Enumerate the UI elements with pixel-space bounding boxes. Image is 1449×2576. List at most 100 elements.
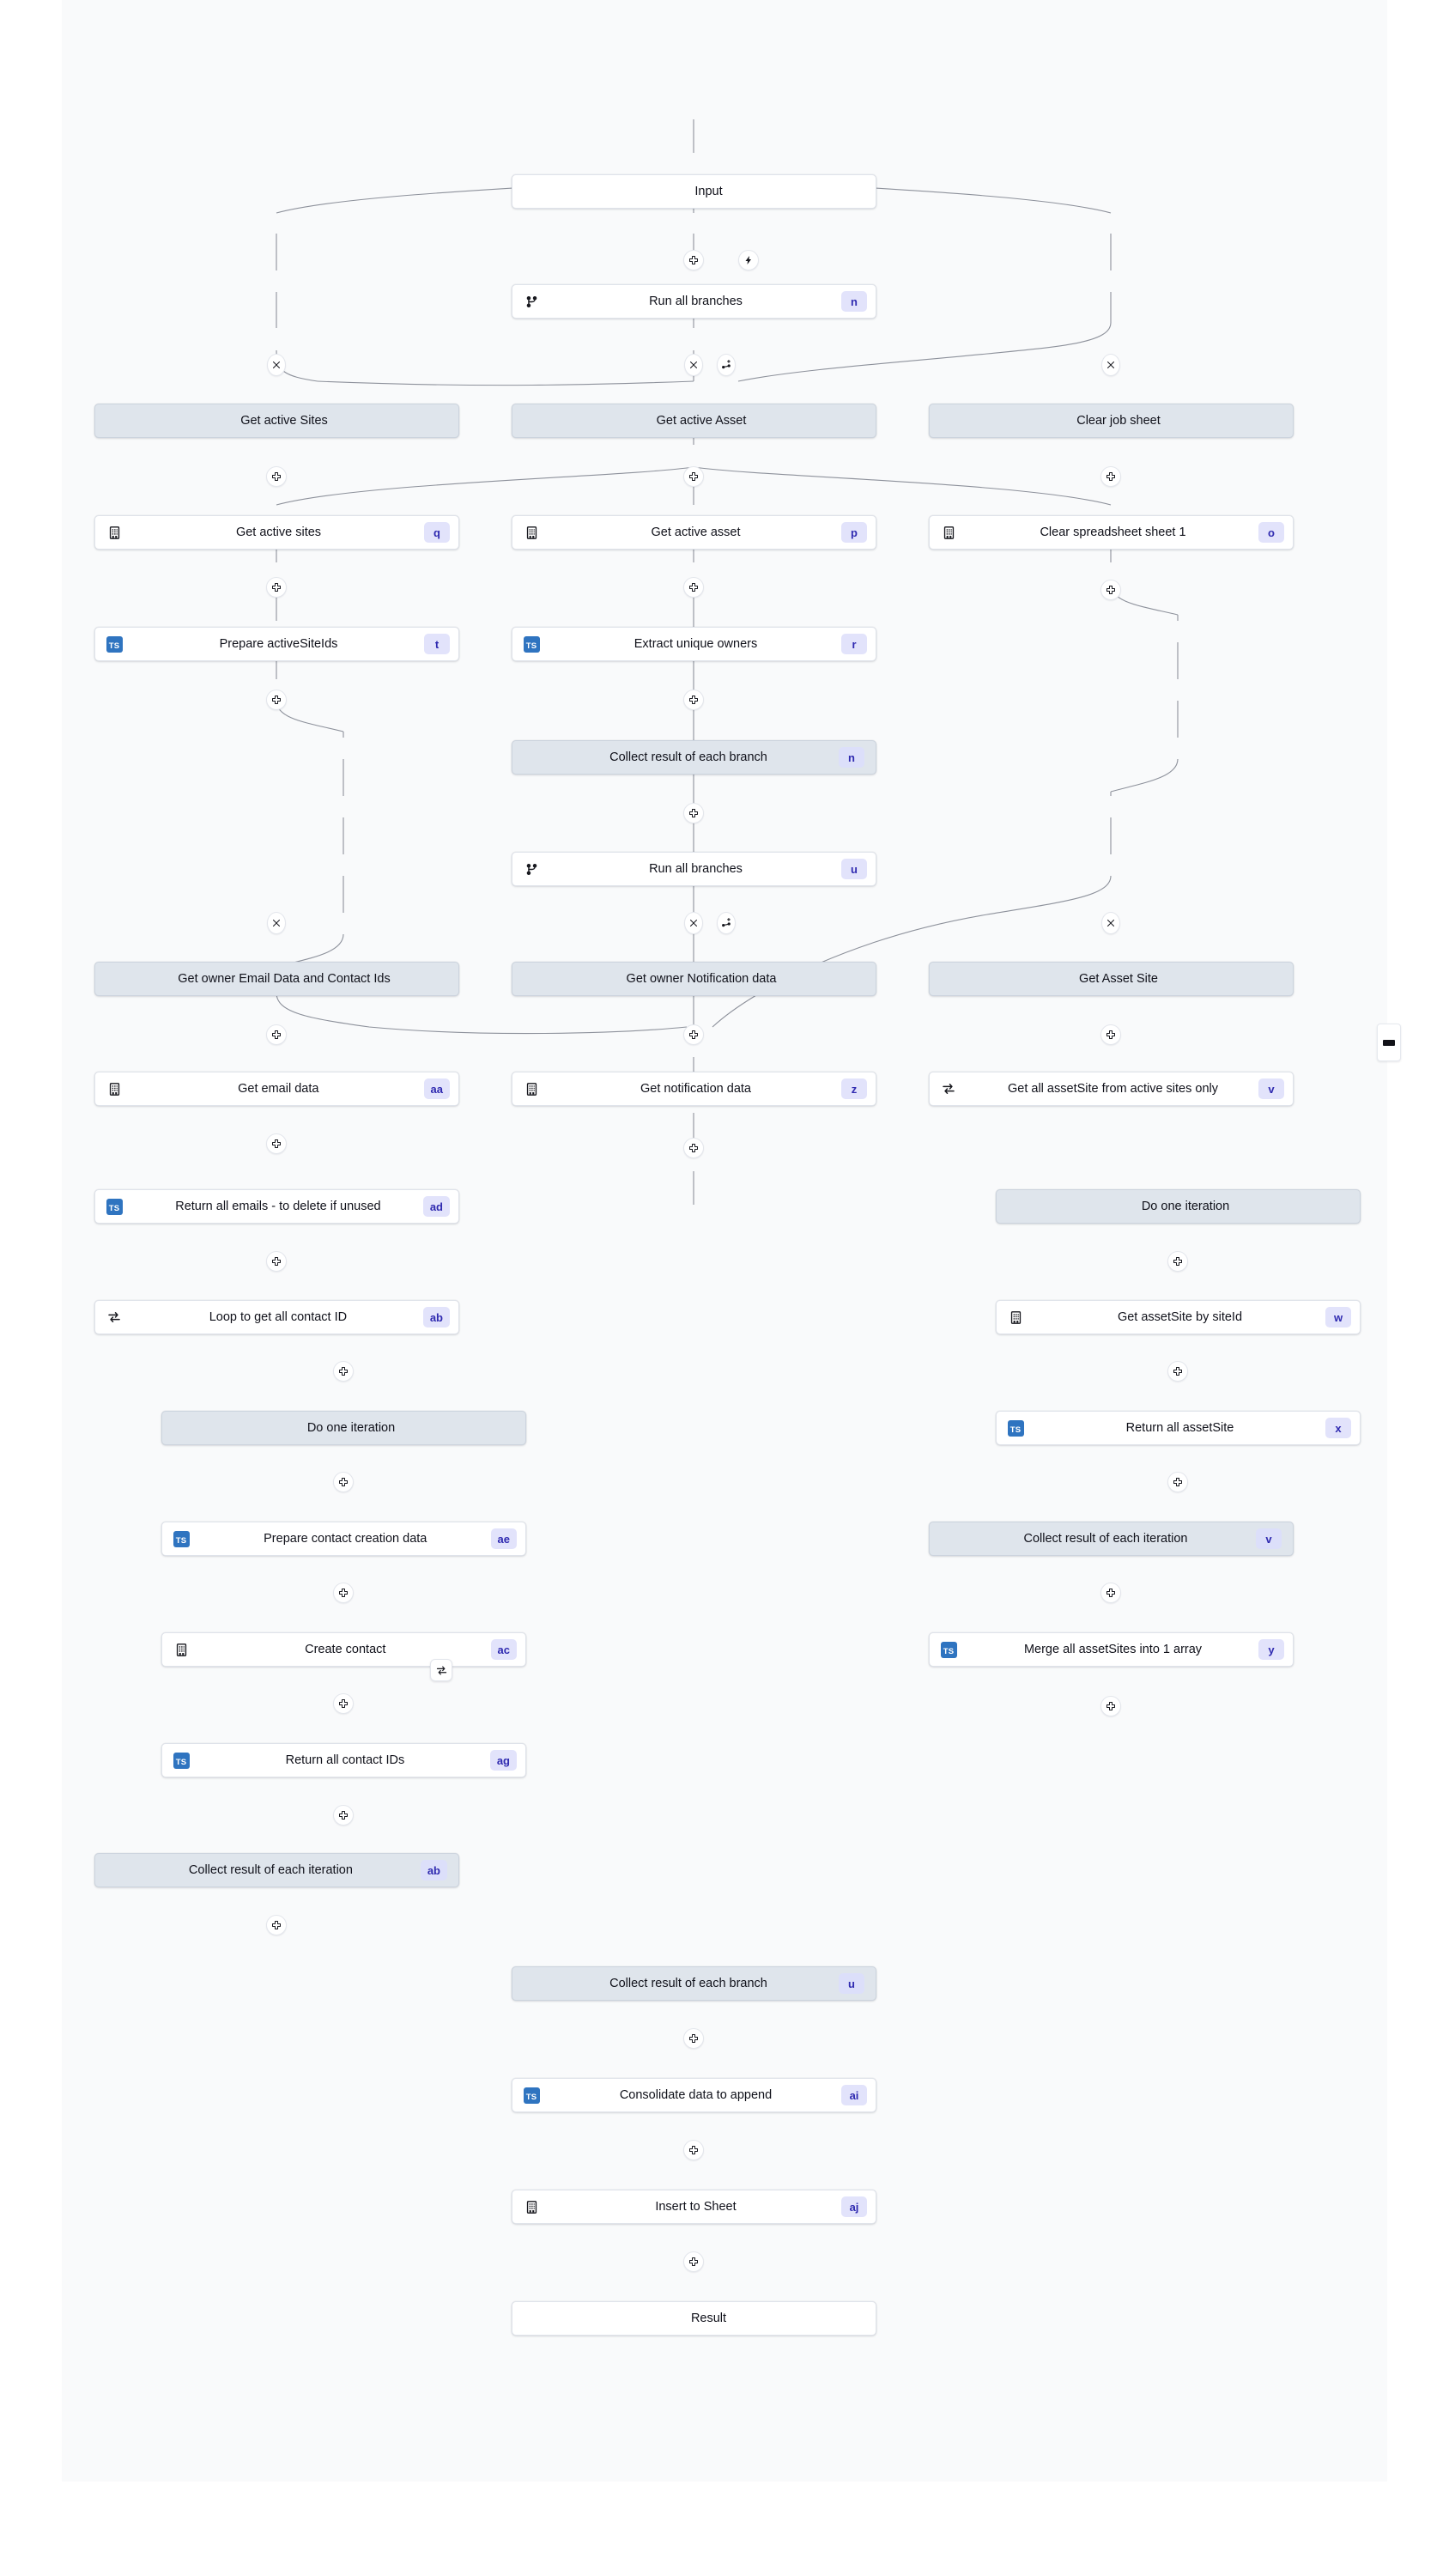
add-handle[interactable] [266, 690, 287, 710]
node-badge[interactable]: u [841, 859, 867, 879]
node-badge[interactable]: aj [841, 2196, 867, 2217]
node-badge[interactable]: ai [841, 2085, 867, 2105]
node-collect-result-branch-2[interactable]: Collect result of each branch u [512, 1966, 876, 2001]
node-get-all-assetsite[interactable]: Get all assetSite from active sites only… [929, 1072, 1294, 1106]
node-badge[interactable]: ae [490, 1528, 517, 1549]
add-handle[interactable] [333, 1805, 354, 1826]
add-handle[interactable] [683, 250, 704, 270]
node-badge[interactable]: p [841, 522, 867, 543]
close-handle-left-2[interactable] [267, 912, 286, 934]
node-badge[interactable]: ab [420, 1860, 447, 1880]
close-handle-right-2[interactable] [1101, 912, 1120, 934]
canvas-edge-clipped-node[interactable] [1377, 1024, 1401, 1061]
node-run-all-branches-2[interactable]: Run all branches u [512, 852, 876, 886]
node-get-active-asset-group[interactable]: Get active Asset [512, 404, 876, 438]
bolt-handle[interactable] [738, 250, 759, 270]
add-handle[interactable] [266, 1133, 287, 1154]
node-insert-to-sheet[interactable]: Insert to Sheet aj [512, 2190, 876, 2224]
node-get-active-asset[interactable]: Get active asset p [512, 515, 876, 550]
node-get-owner-email-group[interactable]: Get owner Email Data and Contact Ids [94, 962, 459, 996]
node-create-contact[interactable]: Create contact ac [161, 1632, 526, 1667]
node-badge[interactable]: ag [489, 1750, 517, 1771]
add-handle[interactable] [266, 577, 287, 598]
add-handle[interactable] [266, 466, 287, 487]
close-handle-left-1[interactable] [267, 354, 286, 376]
node-return-all-assetsite[interactable]: TS Return all assetSite x [996, 1411, 1361, 1445]
node-badge[interactable]: ad [422, 1196, 450, 1217]
node-badge[interactable]: n [839, 747, 864, 768]
node-badge[interactable]: n [841, 291, 867, 312]
node-badge[interactable]: t [424, 634, 450, 654]
add-handle[interactable] [1100, 1024, 1121, 1045]
node-badge[interactable]: z [841, 1078, 867, 1099]
node-run-all-branches-1[interactable]: Run all branches n [512, 284, 876, 319]
node-loop-contact-id[interactable]: Loop to get all contact ID ab [94, 1300, 459, 1334]
add-handle[interactable] [266, 1251, 287, 1272]
node-extract-unique-owners[interactable]: TS Extract unique owners r [512, 627, 876, 661]
node-merge-assetsites[interactable]: TS Merge all assetSites into 1 array y [929, 1632, 1294, 1667]
add-handle[interactable] [1167, 1361, 1188, 1382]
node-collect-result-iteration-right[interactable]: Collect result of each iteration v [929, 1522, 1294, 1556]
add-handle[interactable] [683, 1024, 704, 1045]
add-handle[interactable] [1100, 1696, 1121, 1716]
node-badge[interactable]: v [1258, 1078, 1284, 1099]
node-get-asset-site-group[interactable]: Get Asset Site [929, 962, 1294, 996]
node-return-all-contact-ids[interactable]: TS Return all contact IDs ag [161, 1743, 526, 1777]
add-handle[interactable] [683, 1138, 704, 1158]
add-handle[interactable] [1100, 580, 1121, 600]
add-handle[interactable] [333, 1361, 354, 1382]
node-badge[interactable]: ab [422, 1307, 450, 1327]
add-handle[interactable] [683, 2140, 704, 2160]
add-handle[interactable] [1167, 1472, 1188, 1492]
node-do-one-iteration-left[interactable]: Do one iteration [161, 1411, 526, 1445]
node-consolidate-data-to-append[interactable]: TS Consolidate data to append ai [512, 2078, 876, 2112]
add-handle[interactable] [683, 2028, 704, 2049]
node-badge[interactable]: w [1325, 1307, 1351, 1327]
add-handle[interactable] [683, 690, 704, 710]
add-handle[interactable] [1100, 466, 1121, 487]
node-badge[interactable]: x [1325, 1418, 1351, 1438]
close-handle-right-1[interactable] [1101, 354, 1120, 376]
close-handle-mid-1[interactable] [684, 354, 703, 376]
add-handle[interactable] [1167, 1251, 1188, 1272]
add-handle[interactable] [333, 1472, 354, 1492]
node-badge[interactable]: ac [490, 1639, 517, 1660]
node-result[interactable]: Result [512, 2301, 876, 2336]
node-clear-spreadsheet-sheet-1[interactable]: Clear spreadsheet sheet 1 o [929, 515, 1294, 550]
node-get-owner-notification-group[interactable]: Get owner Notification data [512, 962, 876, 996]
node-do-one-iteration-right[interactable]: Do one iteration [996, 1189, 1361, 1224]
add-handle[interactable] [333, 1693, 354, 1714]
node-collect-result-branch-1[interactable]: Collect result of each branch n [512, 740, 876, 775]
node-get-active-sites[interactable]: Get active sites q [94, 515, 459, 550]
node-get-active-sites-group[interactable]: Get active Sites [94, 404, 459, 438]
create-contact-loop-badge[interactable] [430, 1659, 452, 1681]
add-branch-handle-2[interactable] [717, 912, 736, 934]
node-collect-result-iteration-left[interactable]: Collect result of each iteration ab [94, 1853, 459, 1887]
add-handle[interactable] [683, 2251, 704, 2272]
add-handle[interactable] [333, 1583, 354, 1603]
node-badge[interactable]: v [1256, 1528, 1282, 1549]
add-handle[interactable] [1100, 1583, 1121, 1603]
node-clear-job-sheet-group[interactable]: Clear job sheet [929, 404, 1294, 438]
node-prepare-contact-creation-data[interactable]: TS Prepare contact creation data ae [161, 1522, 526, 1556]
node-badge[interactable]: u [839, 1973, 864, 1994]
add-handle[interactable] [266, 1024, 287, 1045]
node-badge[interactable]: y [1258, 1639, 1284, 1660]
node-badge[interactable]: o [1258, 522, 1284, 543]
node-input[interactable]: Input [512, 174, 876, 209]
add-handle[interactable] [683, 577, 704, 598]
node-badge[interactable]: r [841, 634, 867, 654]
node-get-email-data[interactable]: Get email data aa [94, 1072, 459, 1106]
node-return-all-emails[interactable]: TS Return all emails - to delete if unus… [94, 1189, 459, 1224]
add-handle[interactable] [683, 803, 704, 823]
node-get-assetsite-by-siteid[interactable]: Get assetSite by siteId w [996, 1300, 1361, 1334]
close-handle-mid-2[interactable] [684, 912, 703, 934]
node-prepare-active-siteids[interactable]: TS Prepare activeSiteIds t [94, 627, 459, 661]
add-branch-handle-1[interactable] [717, 354, 736, 376]
add-handle[interactable] [266, 1915, 287, 1935]
node-badge[interactable]: aa [423, 1078, 450, 1099]
add-handle[interactable] [683, 466, 704, 487]
node-get-notification-data[interactable]: Get notification data z [512, 1072, 876, 1106]
node-badge[interactable]: q [424, 522, 450, 543]
